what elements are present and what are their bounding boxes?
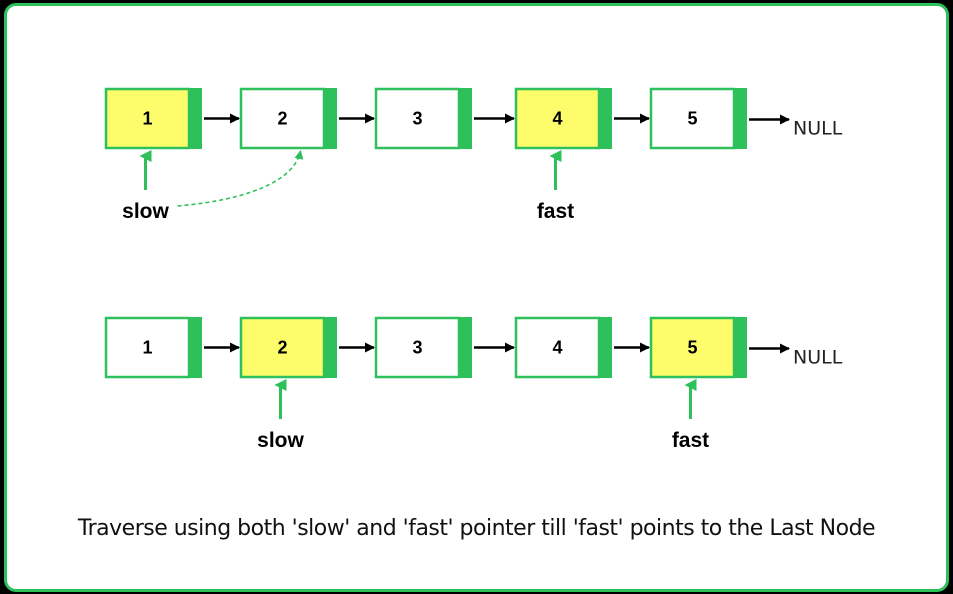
list-node-2-4: 4 (514, 316, 612, 379)
node-box (649, 316, 736, 379)
node-next-pointer (734, 317, 747, 378)
node-value: 5 (687, 338, 697, 358)
node-next-pointer (324, 317, 337, 378)
list-node-2-1: 1 (104, 316, 202, 379)
node-value: 4 (552, 338, 562, 358)
pointer-slow: slow (122, 150, 169, 223)
node-next-pointer (599, 317, 612, 378)
node-next-pointer (734, 88, 747, 149)
node-box (104, 87, 191, 150)
list-node-2-5: 5 (649, 316, 747, 379)
list-node-2-2: 2 (239, 316, 337, 379)
pointer-fast: fast (537, 150, 574, 223)
node-box (374, 87, 461, 150)
list-node-1-5: 5 (649, 87, 747, 150)
pointer-label: slow (122, 200, 169, 223)
node-box (239, 87, 326, 150)
node-value: 3 (412, 338, 422, 358)
list-node-1-2: 2 (239, 87, 337, 150)
list-row-1: 1 2 3 4 5 NULL slow fast (104, 87, 843, 223)
pointer-fast: fast (672, 379, 709, 452)
pointer-label: fast (537, 200, 574, 223)
node-box (649, 87, 736, 150)
node-box (514, 316, 601, 379)
node-value: 4 (552, 109, 562, 129)
pointer-label: slow (257, 429, 304, 452)
null-label: NULL (793, 347, 843, 369)
node-value: 1 (142, 338, 152, 358)
list-row-2: 1 2 3 4 5 NULL slow fast (104, 316, 843, 452)
node-next-pointer (324, 88, 337, 149)
node-value: 3 (412, 109, 422, 129)
node-value: 1 (142, 109, 152, 129)
list-node-1-3: 3 (374, 87, 472, 150)
node-box (374, 316, 461, 379)
node-value: 2 (277, 109, 287, 129)
node-next-pointer (189, 317, 202, 378)
node-box (514, 87, 601, 150)
node-next-pointer (459, 317, 472, 378)
move-hint-arrow (177, 150, 304, 207)
node-next-pointer (459, 88, 472, 149)
list-node-1-4: 4 (514, 87, 612, 150)
node-next-pointer (189, 88, 202, 149)
pointer-slow: slow (257, 379, 304, 452)
list-node-1-1: 1 (104, 87, 202, 150)
caption-text: Traverse using both 'slow' and 'fast' po… (77, 516, 876, 541)
null-label: NULL (793, 118, 843, 140)
list-node-2-3: 3 (374, 316, 472, 379)
node-next-pointer (599, 88, 612, 149)
node-box (239, 316, 326, 379)
node-value: 2 (277, 338, 287, 358)
pointer-label: fast (672, 429, 709, 452)
node-value: 5 (687, 109, 697, 129)
